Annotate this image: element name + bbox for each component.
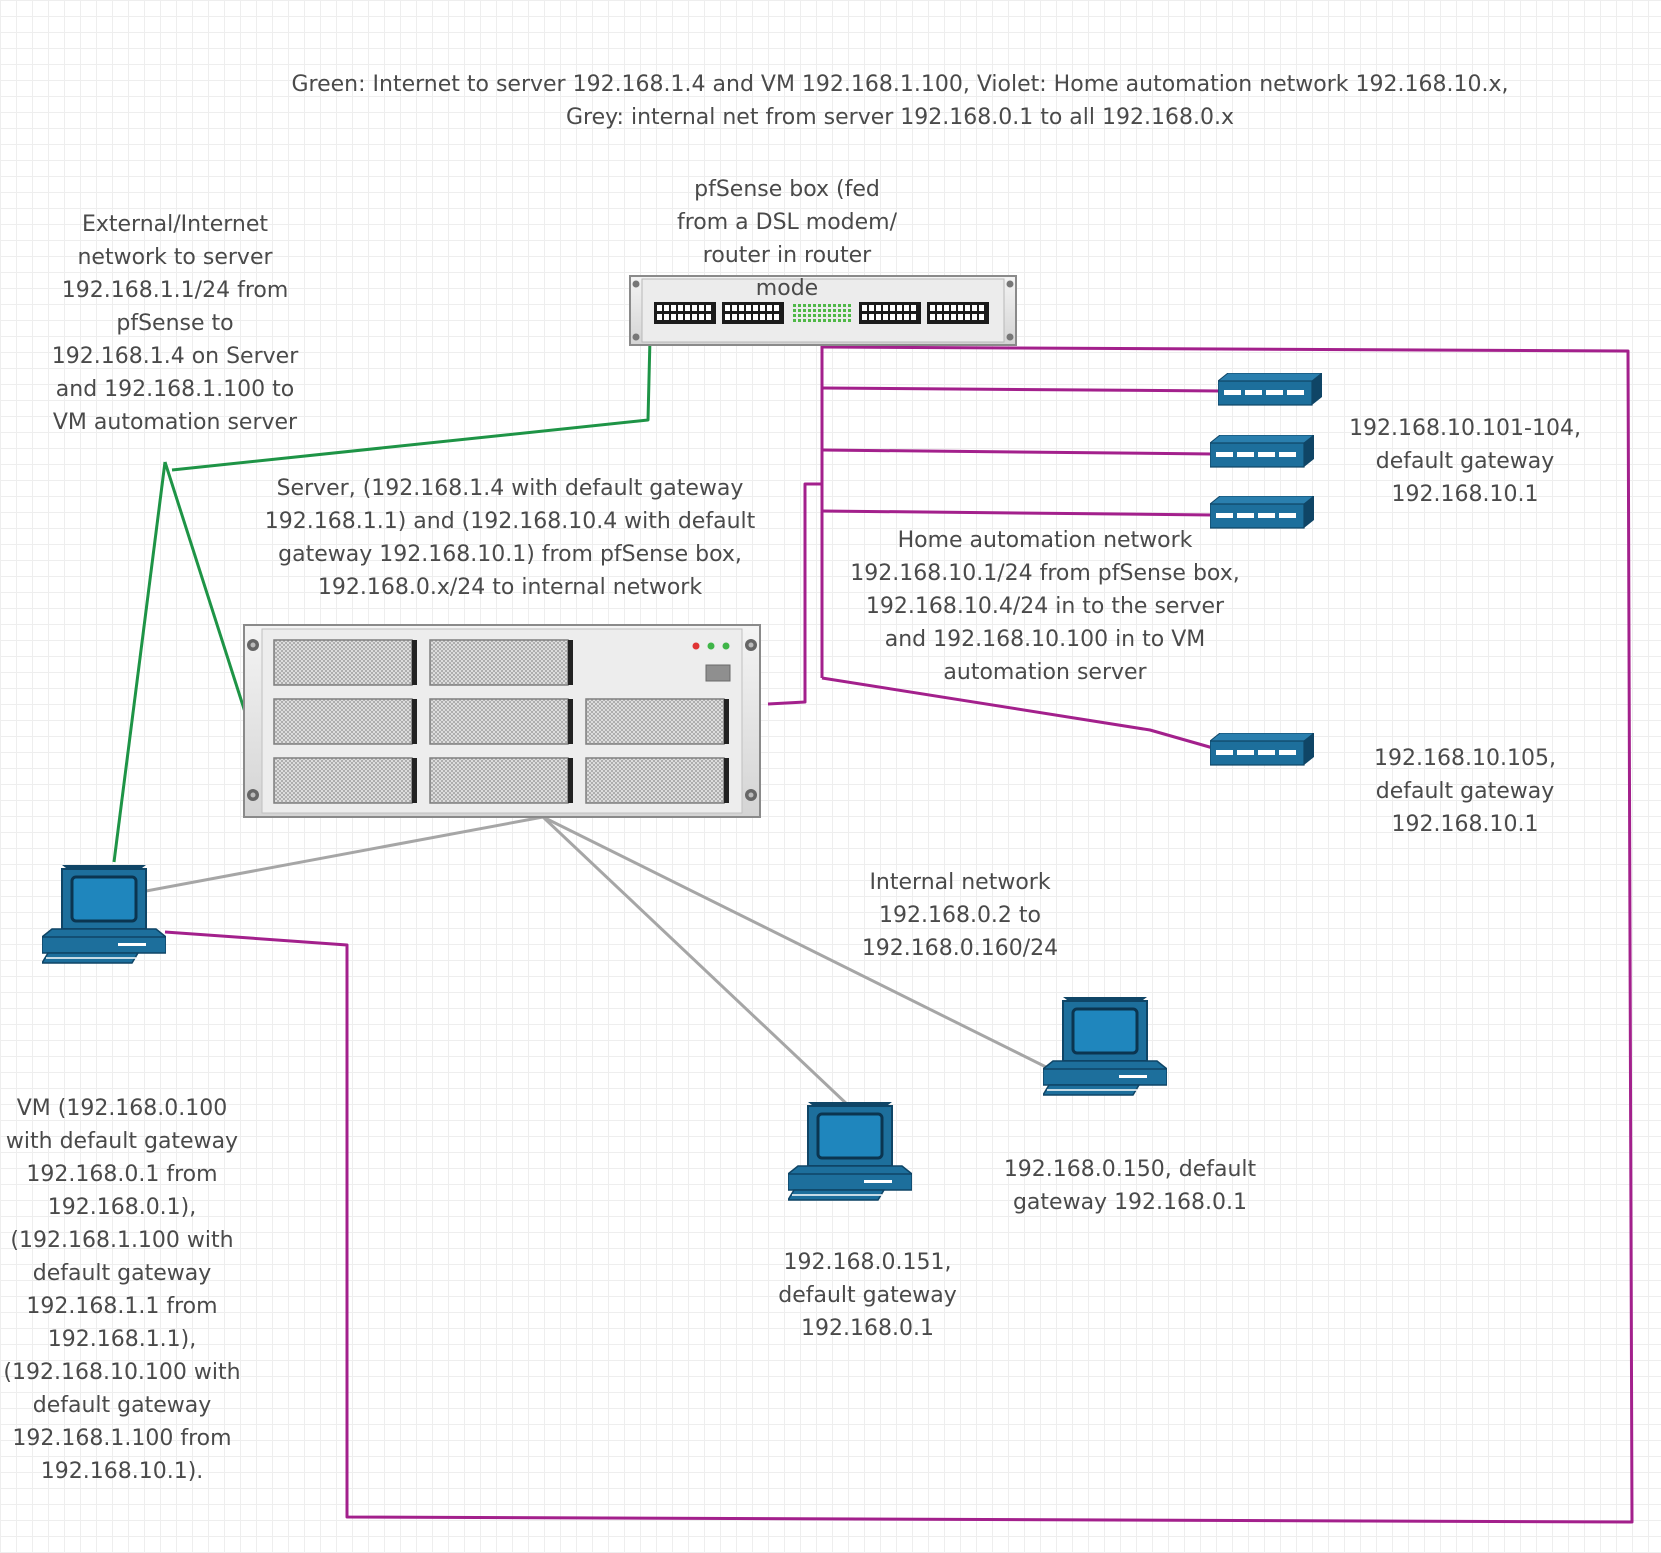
network-switch-icon	[1218, 373, 1322, 406]
network-switch-icon	[1210, 733, 1314, 766]
bus-to-switch-1-link	[821, 386, 1223, 393]
network-switch-icon	[1210, 435, 1314, 468]
switches-101-104-label: 192.168.10.101-104, default gateway 192.…	[1349, 416, 1581, 507]
front-panel-display	[705, 664, 731, 682]
drive-bays	[273, 639, 730, 804]
desktop-computer-icon	[1043, 995, 1167, 1097]
external-network-label: External/Internet network to server 192.…	[51, 212, 299, 435]
internal-links	[129, 815, 1049, 1109]
rack-server-icon	[243, 624, 761, 818]
server-to-vm-link	[129, 815, 544, 896]
server-to-bus-link	[767, 482, 822, 706]
activity-led	[722, 642, 730, 650]
legend-line-1: Green: Internet to server 192.168.1.4 an…	[291, 72, 1509, 97]
pfsense-to-junction-link	[171, 337, 652, 472]
pc-150-label: 192.168.0.150, default gateway 192.168.0…	[1003, 1157, 1257, 1215]
legend-line-2: Grey: internal net from server 192.168.0…	[565, 105, 1234, 130]
bus-to-switch-2-link	[821, 448, 1214, 456]
home-automation-links	[164, 345, 1634, 1524]
junction-to-server-link	[163, 461, 247, 713]
junction-to-vm-link	[112, 461, 167, 863]
internet-links	[112, 337, 652, 863]
switch-port-group	[654, 302, 716, 324]
desktop-computer-icon	[42, 863, 166, 965]
vm-label: VM (192.168.0.100 with default gateway 1…	[3, 1096, 241, 1484]
pc-151-label: 192.168.0.151, default gateway 192.168.0…	[778, 1250, 957, 1341]
desktop-computer-icon	[788, 1100, 912, 1202]
power-led	[692, 642, 700, 650]
server-label: Server, (192.168.1.4 with default gatewa…	[264, 476, 756, 600]
status-led-matrix	[793, 304, 851, 322]
bus-to-switch-3-link	[821, 509, 1214, 517]
switch-105-label: 192.168.10.105, default gateway 192.168.…	[1374, 746, 1556, 837]
home-automation-network-label: Home automation network 192.168.10.1/24 …	[850, 528, 1240, 685]
status-led	[707, 642, 715, 650]
pfsense-to-outer-loop-link	[164, 345, 1634, 1524]
pfsense-label: pfSense box (fed from a DSL modem/ route…	[676, 177, 898, 301]
bus-to-switch-4-link	[821, 676, 1214, 750]
internal-network-label: Internal network 192.168.0.2 to 192.168.…	[861, 870, 1059, 961]
rack-switch-icon	[629, 275, 1017, 346]
server-to-pc-150-link	[542, 815, 1049, 1070]
server-to-pc-151-link	[541, 815, 852, 1109]
